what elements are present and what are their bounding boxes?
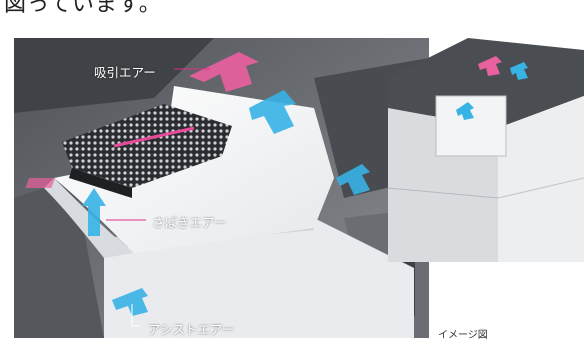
inset-pink-arrow [478, 56, 502, 76]
suction-belt-highlight [113, 126, 195, 148]
paper-stack [104, 218, 414, 338]
printer-panel-line [387, 187, 499, 199]
suction-air-arrow [189, 52, 259, 92]
inset-blue-arrow [510, 62, 528, 80]
inset-blue-arrow [456, 102, 474, 120]
side-air-arrow [249, 90, 296, 134]
separation-air-arrow [82, 188, 106, 236]
separation-air-label: さばきエアー [152, 215, 227, 230]
assist-air-callout-line [131, 304, 140, 327]
rear-air-arrow [336, 164, 370, 195]
machine-top-panel [14, 38, 214, 113]
assist-air-label: アシストエアー [148, 322, 235, 337]
suction-belt [62, 104, 232, 188]
printer-panel-line [497, 177, 584, 199]
paper-feed-illustration [14, 38, 429, 338]
lifted-paper-sheet [54, 86, 334, 253]
suction-belt-front [69, 168, 132, 198]
separation-pink-flick [25, 178, 56, 188]
assist-air-arrow [112, 288, 148, 316]
image-caption: イメージ図 [438, 330, 488, 341]
suction-air-label: 吸引エアー [94, 65, 156, 80]
printer-overview-inset [378, 38, 584, 262]
printer-body-right [498, 96, 584, 262]
intro-text-fragment: 図っています。 [4, 0, 162, 17]
